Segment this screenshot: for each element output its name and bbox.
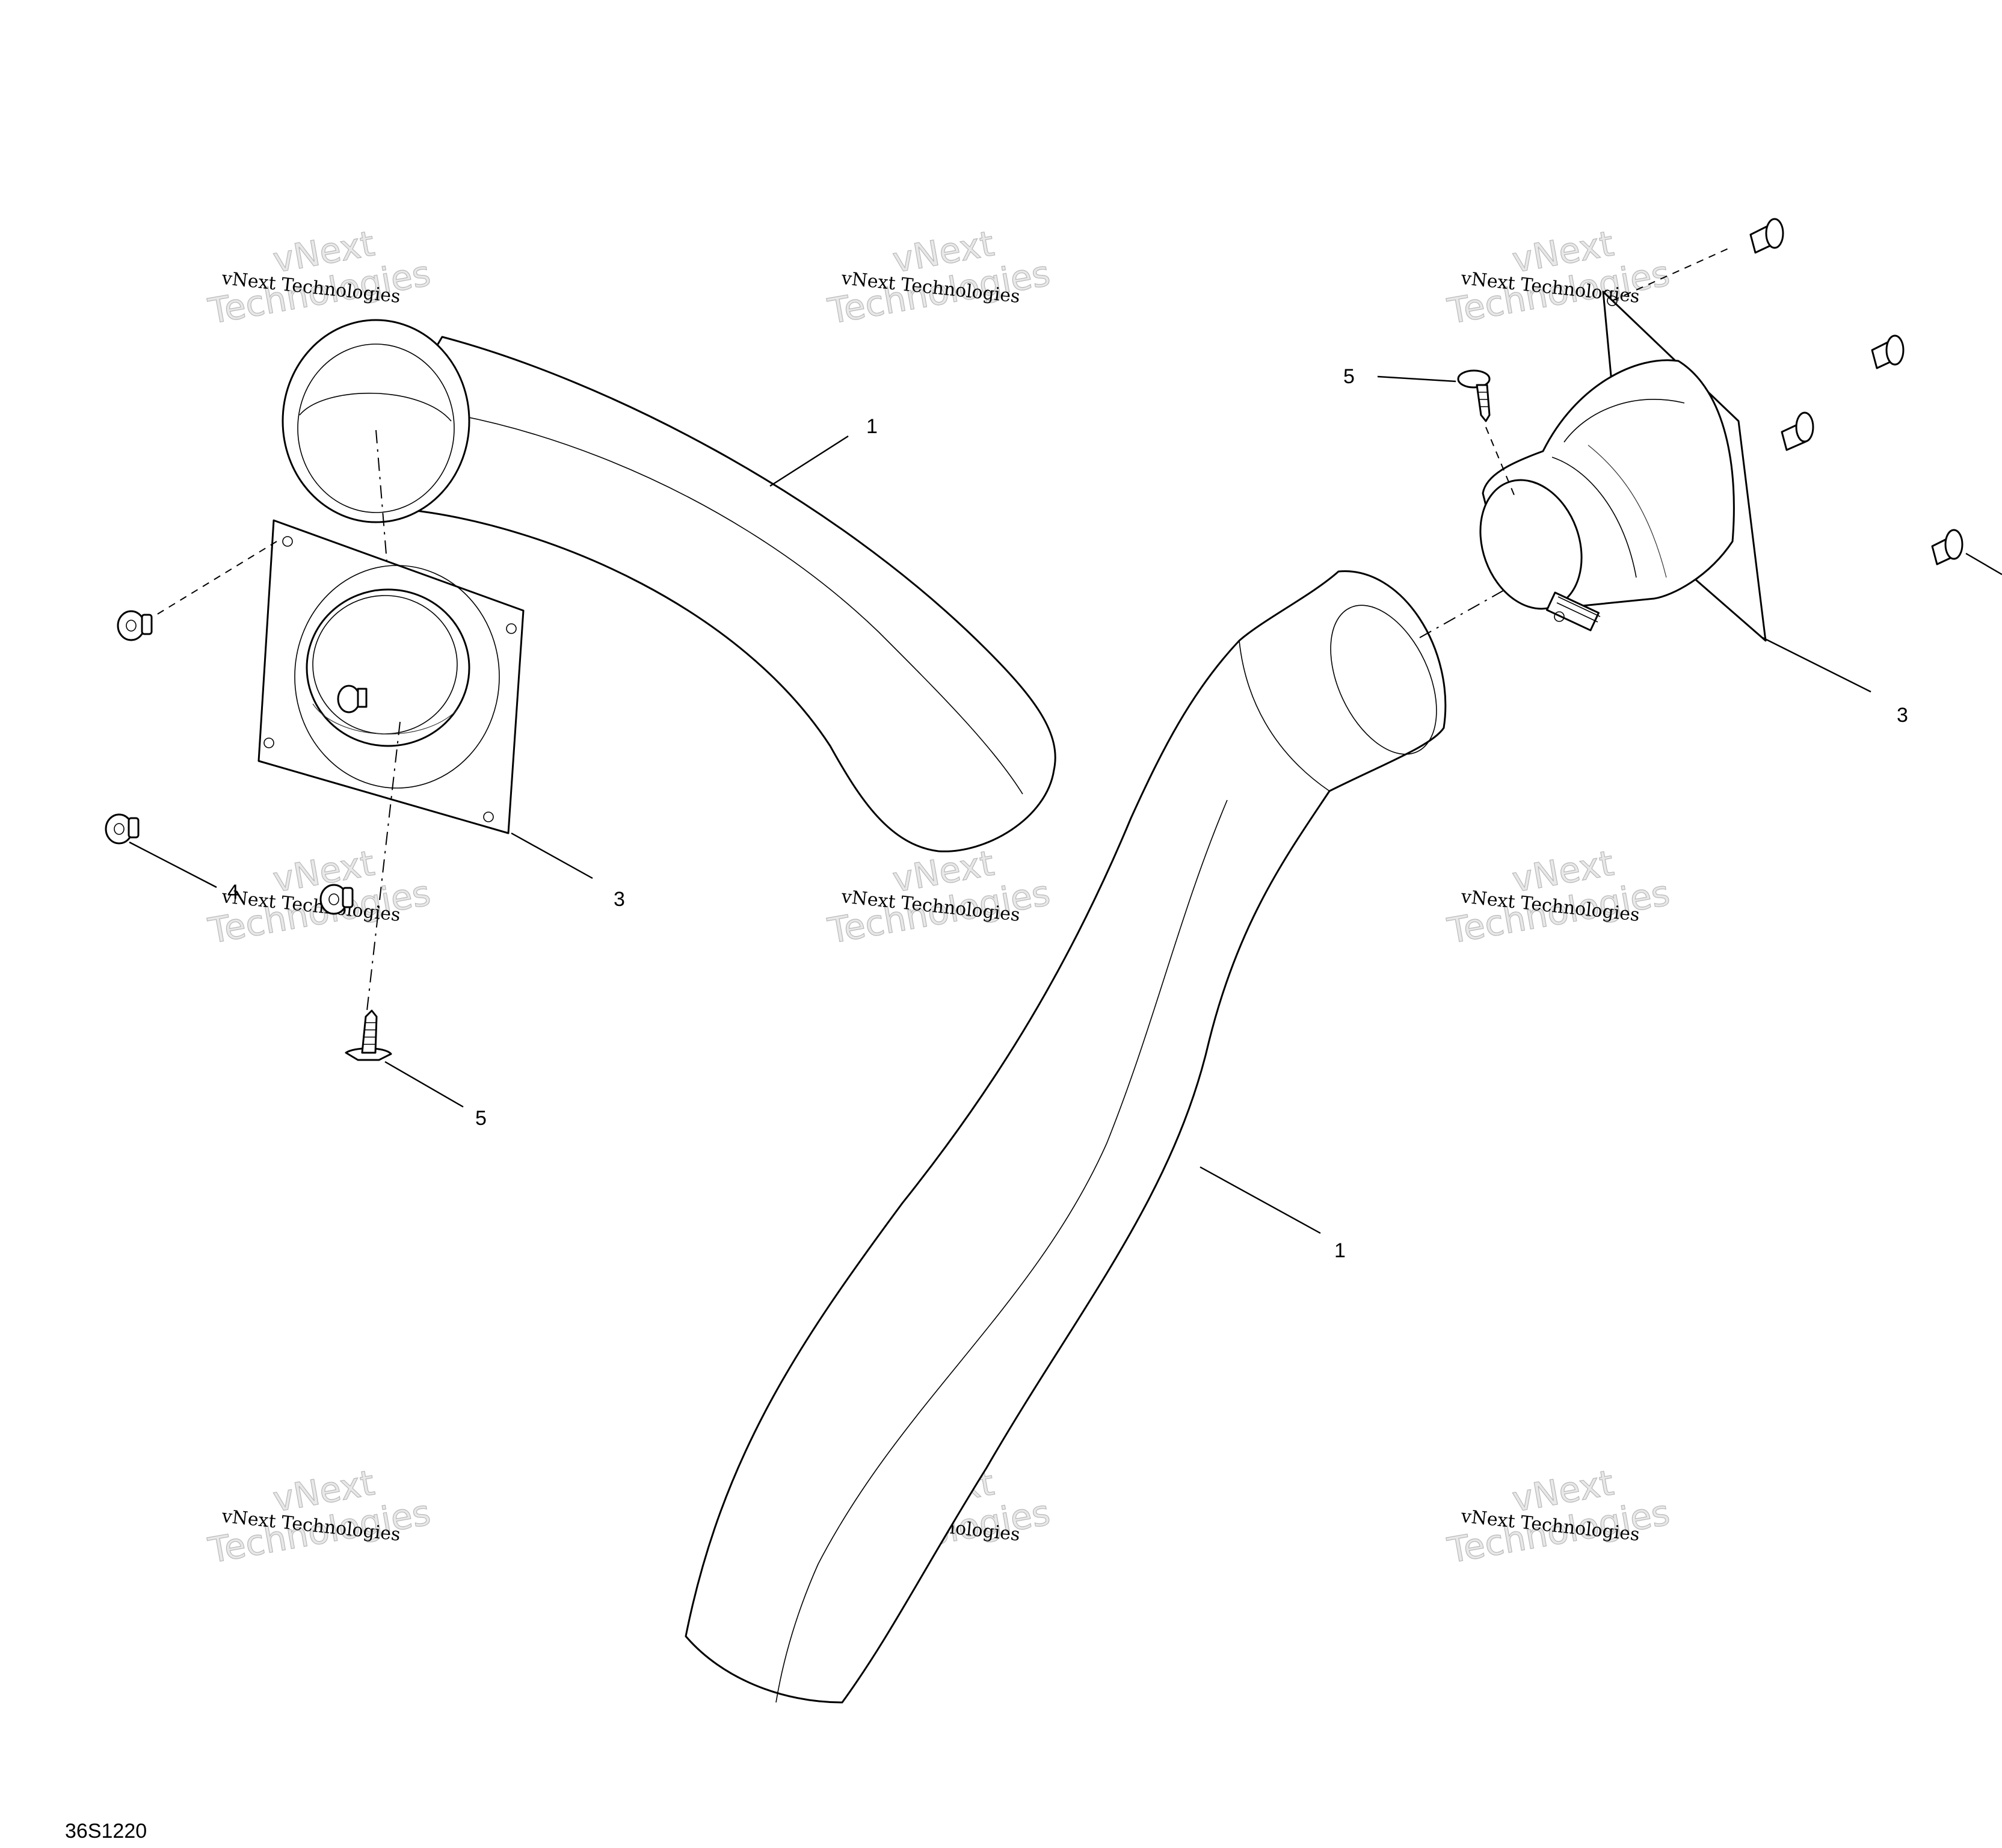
right-fastener-2: [1871, 334, 1905, 369]
callout-right-screw: 5: [1343, 365, 1355, 388]
right-flange: [1479, 291, 1871, 693]
callouts: 1 3 4 5 5 3 1: [227, 365, 1908, 1262]
right-duct: [685, 570, 1517, 1704]
left-fastener-lower: [105, 813, 217, 889]
drawing-code: 36S1220: [65, 1820, 147, 1843]
right-fastener-4: [1931, 529, 2002, 576]
left-screw: [345, 1009, 464, 1108]
right-fastener-3: [1781, 411, 1814, 451]
callout-right-flange: 3: [1897, 704, 1908, 727]
callout-right-duct: 1: [1334, 1239, 1346, 1262]
left-duct: [282, 319, 1056, 852]
right-screw: [1377, 369, 1517, 500]
left-fastener-upper: [117, 541, 277, 641]
left-flange: [257, 519, 525, 834]
callout-left-screw: 5: [475, 1107, 487, 1130]
right-fastener-top: [1612, 218, 1784, 301]
callout-left-duct: 1: [866, 415, 878, 438]
callout-left-flange: 3: [614, 888, 625, 911]
left-fastener-middle: [319, 721, 401, 1011]
callout-left-fastener: 4: [227, 881, 239, 904]
